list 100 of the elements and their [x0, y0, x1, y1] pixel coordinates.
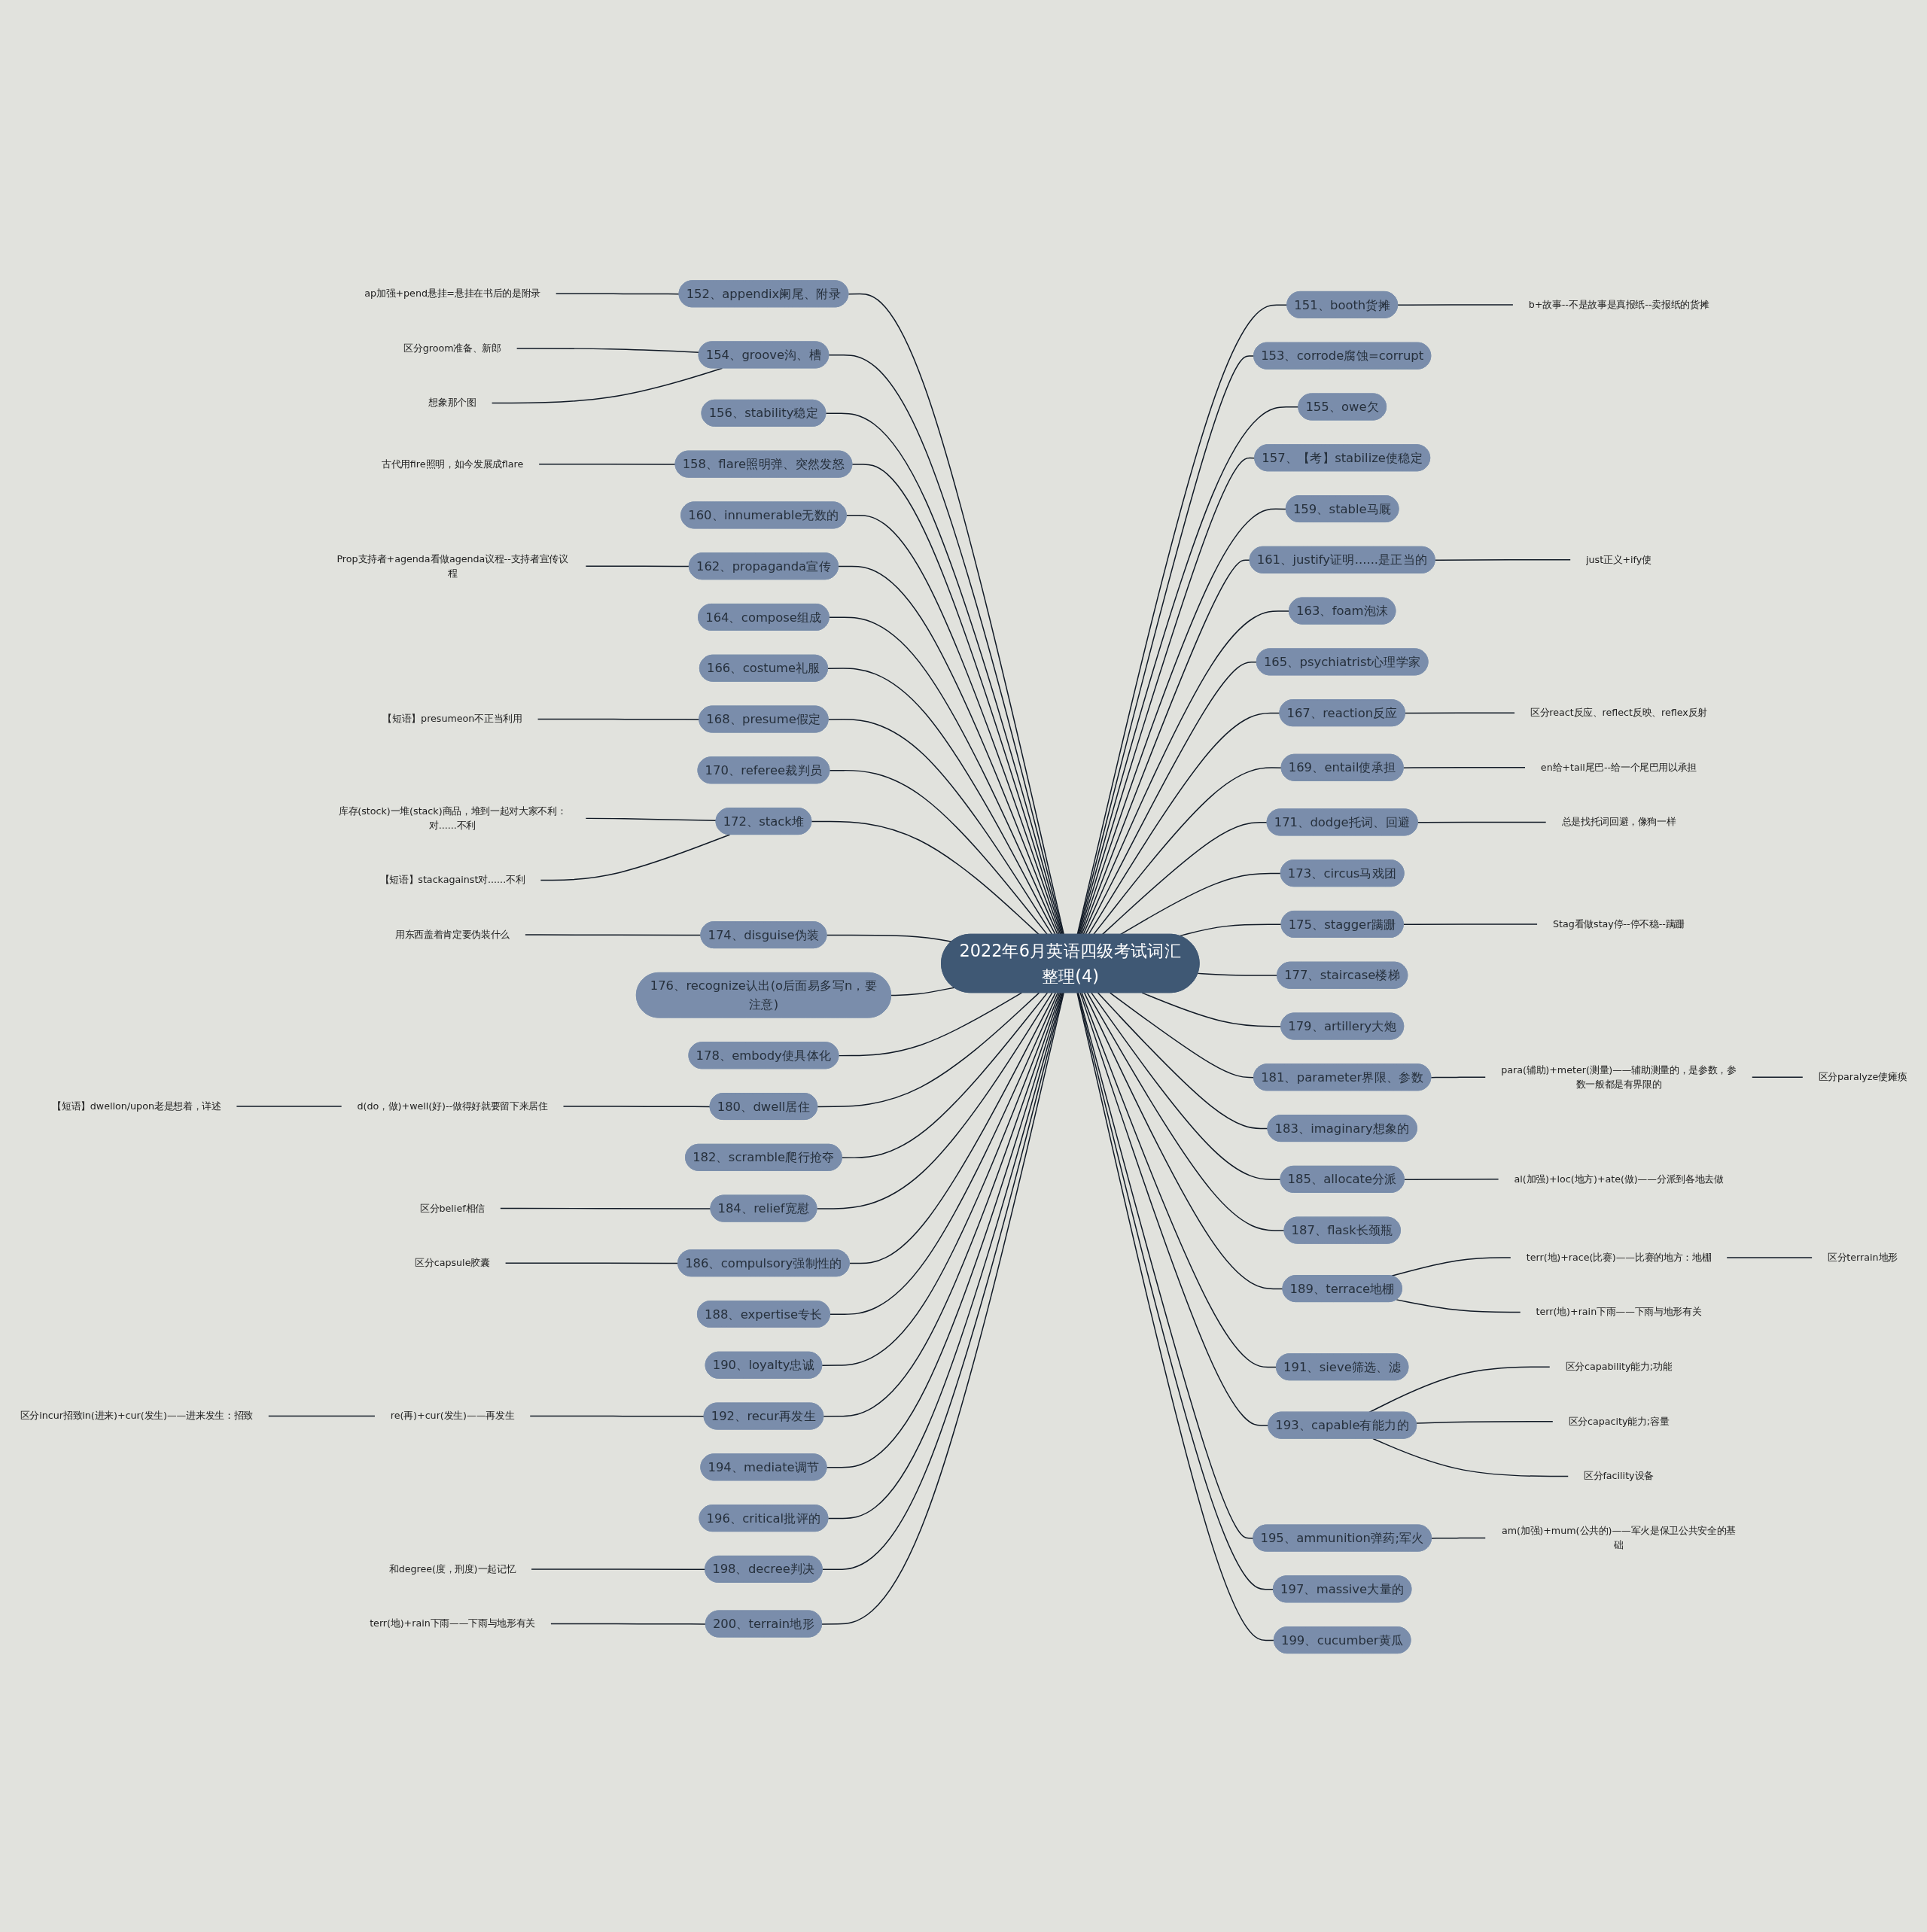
- connector: [1079, 508, 1287, 936]
- connector: [830, 992, 1058, 1316]
- connector: [1097, 992, 1269, 1130]
- node-text: terr(地)+race(比赛)——比赛的地方：地棚: [1526, 1251, 1712, 1263]
- node-text: 想象那个图: [428, 397, 476, 409]
- connector: [1368, 1366, 1551, 1413]
- connector: [1417, 821, 1547, 823]
- connector: [838, 992, 1023, 1057]
- node-text: Stag看做stay停--停不稳--蹒跚: [1552, 917, 1685, 929]
- node-text: 区分react反应、reflect反映、reflex反射: [1530, 707, 1708, 719]
- node-text: 区分incur招致in(进来)+cur(发生)——进来发生：招致: [20, 1410, 253, 1422]
- connector: [1402, 767, 1526, 768]
- node-text: Prop支持者+agenda看做agenda议程--支持者宣传议程: [336, 552, 568, 579]
- node-text: 区分facility设备: [1584, 1470, 1654, 1482]
- connector: [827, 719, 1053, 936]
- connector: [826, 934, 952, 942]
- connector: [1077, 355, 1255, 936]
- node-text: 区分groom准备、新郎: [403, 342, 501, 354]
- connector: [1081, 559, 1251, 936]
- node-text: 【短语】presumeon不正当利用: [382, 713, 522, 725]
- connector: [1079, 457, 1256, 936]
- node-text: 区分capsule胶囊: [415, 1257, 490, 1269]
- node-text: 区分paralyze使瘫痪: [1818, 1071, 1907, 1083]
- connector: [538, 463, 677, 465]
- connector: [585, 565, 690, 567]
- connector: [1396, 1299, 1521, 1313]
- node-text: 区分capacity能力;容量: [1568, 1415, 1670, 1427]
- connector: [848, 293, 1065, 936]
- connector: [1086, 992, 1286, 1231]
- connector: [555, 293, 680, 295]
- connector: [1402, 923, 1538, 926]
- connector: [1077, 992, 1254, 1539]
- connector: [1088, 712, 1281, 936]
- connector: [585, 817, 717, 822]
- connector: [550, 1623, 707, 1625]
- connector: [1431, 1537, 1486, 1539]
- node-text: re(再)+cur(发生)——再发生: [390, 1410, 515, 1422]
- node-text: just正义+ify使: [1586, 553, 1651, 565]
- connector: [1078, 406, 1299, 936]
- connector: [268, 1415, 376, 1417]
- connector: [1109, 992, 1255, 1079]
- connector: [1141, 992, 1282, 1027]
- connector: [1092, 767, 1283, 936]
- connector: [1101, 821, 1268, 936]
- connector: [1091, 992, 1282, 1180]
- connector: [816, 992, 1053, 1209]
- connector: [838, 565, 1060, 936]
- connector: [817, 992, 1040, 1108]
- node-text: al(加强)+loc(地方)+ate(做)——分派到各地去做: [1514, 1173, 1724, 1185]
- connector: [504, 1262, 679, 1264]
- node-text: 【短语】stackagainst对......不利: [379, 874, 525, 886]
- connector: [848, 992, 1057, 1264]
- connector: [1434, 559, 1571, 561]
- connector: [1430, 1076, 1486, 1079]
- node-text: 区分terrain地形: [1827, 1251, 1898, 1263]
- connector: [1403, 1179, 1499, 1180]
- connector: [491, 367, 723, 404]
- connector: [1397, 304, 1514, 306]
- connector: [1372, 1438, 1569, 1477]
- connector: [236, 1106, 342, 1107]
- node-text: 总是找托词回避，像狗一样: [1561, 816, 1676, 828]
- connector: [1081, 992, 1277, 1368]
- connector: [540, 834, 731, 881]
- connector: [1405, 712, 1515, 714]
- node-text: 【短语】dwellon/upon老是想着，详述: [52, 1100, 221, 1112]
- connector: [516, 348, 700, 353]
- connector: [811, 820, 1040, 936]
- node-text: 区分belief相信: [420, 1202, 485, 1214]
- connector: [890, 987, 955, 996]
- connector: [1085, 661, 1258, 936]
- connector: [1391, 1257, 1511, 1277]
- node-text: am(加强)+mum(公共的)——军火是保卫公共安全的基础: [1501, 1525, 1737, 1550]
- connector: [1119, 872, 1282, 936]
- connector: [1082, 610, 1290, 936]
- connector: [829, 769, 1049, 936]
- node-text: d(do，做)+well(好)--做得好就要留下来居住: [357, 1100, 548, 1112]
- connector: [827, 668, 1056, 936]
- node-text: 库存(stock)一堆(stack)商品，堆到一起对大家不利：对......不利: [338, 805, 567, 831]
- node-text: 区分capability能力;功能: [1565, 1361, 1673, 1373]
- connector: [1752, 1076, 1804, 1079]
- node-text: ap加强+pend悬挂=悬挂在书后的是附录: [364, 288, 540, 300]
- connector: [828, 616, 1058, 936]
- connector: [1416, 1421, 1554, 1424]
- node-text: 古代用fire照明，如今发展成flare: [381, 458, 524, 470]
- connector: [1179, 923, 1283, 937]
- node-text: terr(地)+rain下雨——下雨与地形有关: [1536, 1306, 1702, 1318]
- connector: [1197, 972, 1278, 976]
- connector: [529, 1415, 705, 1417]
- connector: [1726, 1257, 1813, 1258]
- node-text: 和degree(度，刑度)一起记忆: [388, 1562, 516, 1575]
- connector: [531, 1568, 706, 1570]
- node-text: b+故事--不是故事是真报纸--卖报纸的货摊: [1528, 298, 1709, 310]
- node-text: para(辅助)+meter(测量)——辅助测量的，是参数，参数一般都是有界限的: [1501, 1063, 1737, 1090]
- connector: [537, 718, 700, 720]
- node-text: terr(地)+rain下雨——下雨与地形有关: [370, 1617, 536, 1629]
- connector: [1083, 992, 1284, 1290]
- connector: [841, 992, 1049, 1158]
- node-text: en给+tail尾巴--给一个尾巴用以承担: [1540, 761, 1697, 773]
- node-text: 用东西盖着肯定要伪装什么: [395, 929, 510, 940]
- connector: [562, 1106, 711, 1108]
